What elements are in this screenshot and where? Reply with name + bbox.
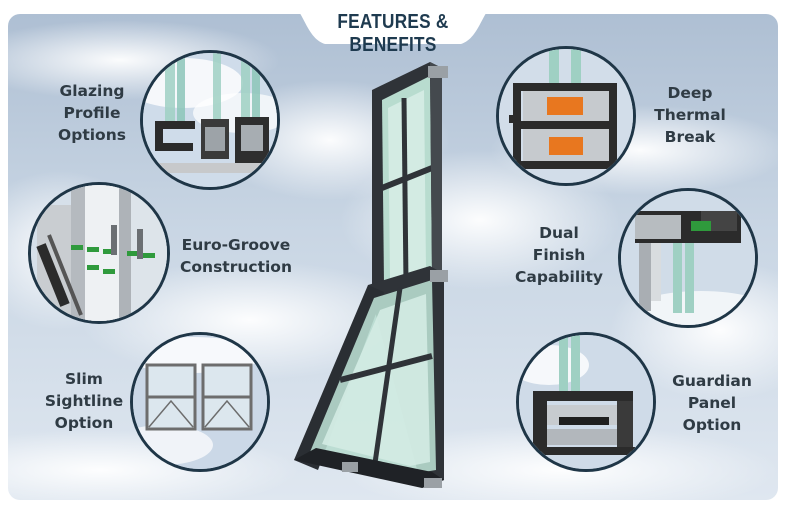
thermal-break-insert-icon (547, 97, 583, 155)
glass-panes-icon (165, 53, 260, 123)
title-tab (287, 0, 499, 44)
center-window-illustration (294, 62, 448, 488)
dual-finish-image (618, 188, 758, 328)
page-title: FEATURES & BENEFITS (337, 11, 449, 56)
guardian-profile-icon (533, 391, 635, 455)
profile-cross-section-icon (635, 211, 741, 313)
slim-sightline-image (130, 332, 270, 472)
glazing-profile-image (140, 50, 280, 190)
euro-groove-marker-icon (71, 245, 155, 274)
euro-groove-image (28, 182, 170, 324)
lower-sash (294, 266, 448, 488)
guardian-panel-image (516, 332, 656, 472)
thermal-break-image (496, 46, 636, 186)
window-pair-icon (145, 363, 253, 431)
upper-sash (372, 62, 448, 292)
